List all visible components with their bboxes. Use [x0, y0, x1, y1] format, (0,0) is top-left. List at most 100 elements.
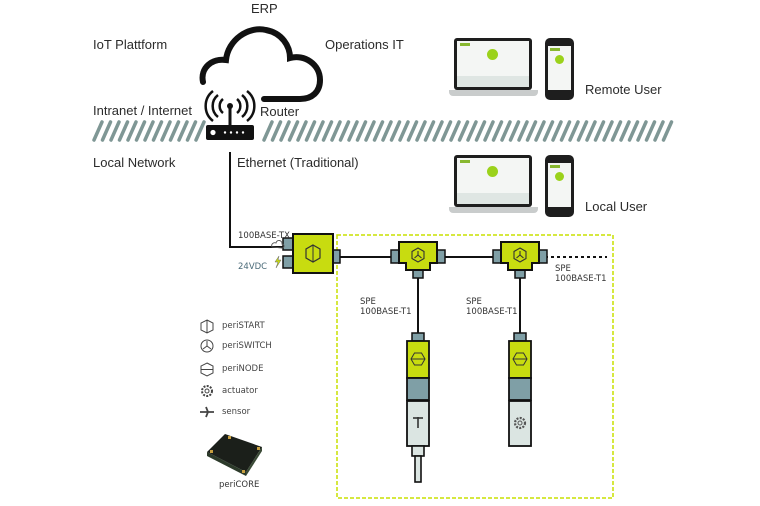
hatch-stripe — [610, 120, 623, 142]
hatch-stripe — [304, 120, 317, 142]
hatch-stripe — [313, 120, 325, 142]
periswitch-icon — [200, 339, 214, 353]
hatch-stripe — [644, 120, 657, 142]
hatch-stripe — [432, 120, 444, 142]
local-network-label: Local Network — [93, 155, 176, 170]
hatch-stripe — [279, 120, 291, 142]
perinode-icon — [410, 352, 426, 366]
peristart-icon — [200, 319, 214, 334]
hatch-stripe — [423, 120, 436, 142]
hatch-stripe — [126, 120, 138, 142]
erp-label: ERP — [251, 1, 278, 16]
perinode-icon — [512, 352, 528, 366]
periswitch-device — [390, 241, 446, 279]
actuator-icon — [513, 416, 527, 430]
hatch-stripe — [168, 120, 181, 142]
legend-icons — [200, 319, 214, 418]
hatch-stripe — [619, 120, 631, 142]
hatch-stripe — [449, 120, 461, 142]
hatch-stripe — [347, 120, 359, 142]
periswitch-icon — [513, 247, 527, 263]
hatch-stripe — [151, 120, 164, 142]
hatch-stripe — [100, 120, 113, 142]
spe-label-3-line1: SPE — [555, 264, 571, 274]
hatch-stripe — [508, 120, 521, 142]
hatch-stripe — [143, 120, 155, 142]
hatch-stripe — [636, 120, 648, 142]
hatch-stripe — [321, 120, 334, 142]
spe-zone-boundary — [336, 234, 614, 499]
hatch-stripe — [389, 120, 402, 142]
hatch-stripe — [517, 120, 529, 142]
hatch-stripe — [406, 120, 419, 142]
hatch-stripe — [262, 120, 274, 142]
spe-label-3-line2: 100BASE-T1 — [555, 274, 607, 284]
hatch-stripe — [491, 120, 504, 142]
hatch-stripe — [500, 120, 512, 142]
hatch-stripe — [559, 120, 572, 142]
perinode-device-actuator — [508, 332, 532, 447]
ethernet-cable — [229, 152, 287, 248]
hatch-stripe — [525, 120, 538, 142]
peristart-icon — [305, 244, 321, 263]
iot-platform-label: IoT Plattform — [93, 37, 168, 52]
pericore-label: periCORE — [219, 480, 260, 490]
hatch-stripe — [534, 120, 546, 142]
power-label: 24VDC — [238, 262, 268, 272]
hatch-stripe — [194, 120, 206, 142]
periswitch-device — [492, 241, 548, 279]
perinode-device-sensor — [406, 332, 430, 483]
peristart-device — [271, 233, 341, 274]
periswitch-icon — [411, 247, 425, 263]
legend-periswitch: periSWITCH — [222, 341, 272, 351]
spe-label-2-line1: SPE — [466, 297, 482, 307]
hatch-stripe — [287, 120, 300, 142]
local-user-label: Local User — [585, 199, 648, 214]
hatch-stripe — [398, 120, 410, 142]
hatch-stripe — [160, 120, 172, 142]
network-boundary-hatch — [92, 120, 674, 142]
hatch-stripe — [440, 120, 453, 142]
hatch-stripe — [296, 120, 308, 142]
hatch-stripe — [134, 120, 147, 142]
legend-peristart: periSTART — [222, 321, 265, 331]
hatch-stripe — [457, 120, 470, 142]
legend-sensor: sensor — [222, 407, 251, 417]
sensor-icon — [413, 417, 423, 428]
hatch-stripe — [364, 120, 376, 142]
hatch-stripe — [330, 120, 342, 142]
hatch-stripe — [551, 120, 563, 142]
hatch-stripe — [474, 120, 487, 142]
hatch-stripe — [653, 120, 665, 142]
hatch-stripe — [92, 120, 104, 142]
hatch-stripe — [270, 120, 283, 142]
hatch-stripe — [372, 120, 385, 142]
spe-label-1-line1: SPE — [360, 297, 376, 307]
pericore-board — [207, 434, 262, 476]
hatch-stripe — [593, 120, 606, 142]
hatch-stripe — [483, 120, 495, 142]
legend-perinode: periNODE — [222, 364, 264, 374]
cloud-port-icon — [271, 240, 285, 249]
base-tx-label: 100BASE-TX — [238, 231, 290, 241]
power-icon — [274, 255, 282, 269]
perinode-icon — [200, 362, 214, 377]
hatch-stripe — [661, 120, 674, 142]
hatch-stripe — [466, 120, 478, 142]
hatch-stripe — [185, 120, 198, 142]
spe-label-1-line2: 100BASE-T1 — [360, 307, 412, 317]
cloud-icon — [199, 26, 324, 102]
actuator-icon — [201, 385, 213, 397]
hatch-stripe — [338, 120, 351, 142]
hatch-stripe — [568, 120, 580, 142]
hatch-stripe — [585, 120, 597, 142]
intranet-internet-label: Intranet / Internet — [93, 103, 193, 118]
operations-it-label: Operations IT — [325, 37, 404, 52]
hatch-stripe — [542, 120, 555, 142]
sensor-icon — [200, 406, 214, 418]
router-label: Router — [260, 104, 300, 119]
hatch-stripe — [415, 120, 427, 142]
spe-label-2-line2: 100BASE-T1 — [466, 307, 518, 317]
hatch-stripe — [177, 120, 189, 142]
